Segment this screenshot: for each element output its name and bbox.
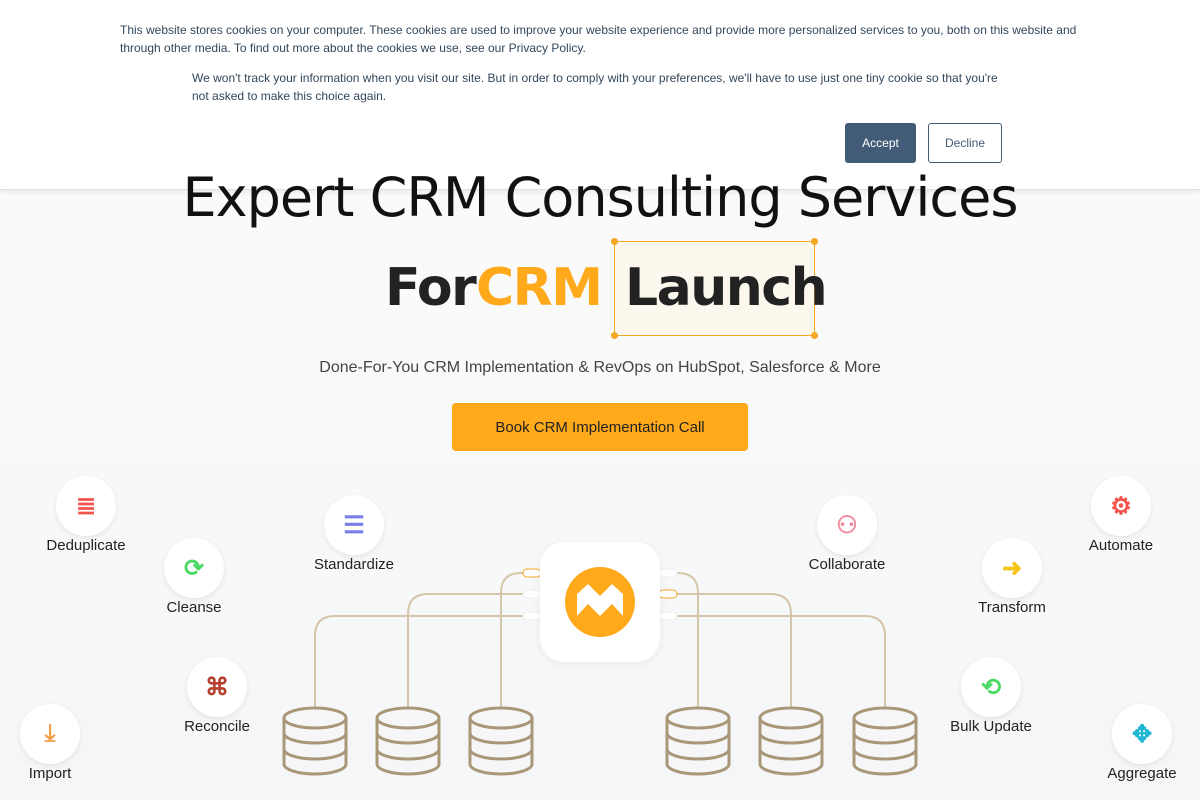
cookie-banner: This website stores cookies on your comp…	[0, 0, 1200, 190]
feature-deduplicate: ≣	[56, 476, 116, 536]
database-icon	[375, 706, 441, 776]
feature-bulk-update: ⟲	[961, 657, 1021, 717]
database-icon	[282, 706, 348, 776]
feature-automate: ⚙	[1091, 476, 1151, 536]
cleanse-icon: ⟳	[183, 554, 205, 582]
feature-label: Collaborate	[808, 556, 886, 573]
collaborate-icon: ⚇	[836, 511, 858, 539]
feature-aggregate: ✥	[1112, 704, 1172, 764]
headline-crm: CRM	[476, 258, 603, 318]
feature-cleanse: ⟳	[164, 538, 224, 598]
highlight-box	[611, 238, 818, 339]
headline-for: For	[385, 258, 477, 318]
transform-icon: ➜	[1001, 554, 1023, 582]
database-icon	[758, 706, 824, 776]
feature-label: Aggregate	[1107, 765, 1177, 782]
subtitle: Done-For-You CRM Implementation & RevOps…	[319, 359, 881, 376]
bulk-update-icon: ⟲	[980, 673, 1002, 701]
brand-logo-icon	[565, 567, 635, 637]
book-call-button[interactable]: Book CRM Implementation Call	[452, 403, 748, 451]
feature-label: Automate	[1088, 537, 1154, 554]
deduplicate-icon: ≣	[75, 492, 97, 520]
feature-reconcile: ⌘	[187, 657, 247, 717]
feature-label: Cleanse	[166, 599, 222, 616]
automate-icon: ⚙	[1110, 492, 1132, 520]
feature-standardize: ☰	[324, 495, 384, 555]
database-icon	[468, 706, 534, 776]
feature-collaborate: ⚇	[817, 495, 877, 555]
feature-label: Bulk Update	[950, 718, 1032, 735]
standardize-icon: ☰	[343, 511, 365, 539]
feature-label: Standardize	[313, 556, 395, 573]
database-icon	[665, 706, 731, 776]
feature-label: Transform	[978, 599, 1046, 616]
import-icon: ⤓	[44, 720, 56, 747]
cookie-text: This website stores cookies on your comp…	[120, 23, 1077, 55]
feature-label: Deduplicate	[46, 537, 126, 554]
logo-card	[540, 542, 660, 662]
feature-transform: ➜	[982, 538, 1042, 598]
reconcile-icon: ⌘	[205, 673, 229, 701]
feature-label: Reconcile	[184, 718, 250, 735]
cookie-text-secondary: We won't track your information when you…	[192, 71, 998, 103]
feature-import: ⤓	[20, 704, 80, 764]
decline-button[interactable]: Decline	[928, 123, 1002, 163]
aggregate-icon: ✥	[1131, 720, 1153, 748]
accept-button[interactable]: Accept	[845, 123, 916, 163]
database-icon	[852, 706, 918, 776]
feature-label: Import	[28, 765, 72, 782]
headline-launch: Launch	[625, 258, 828, 318]
